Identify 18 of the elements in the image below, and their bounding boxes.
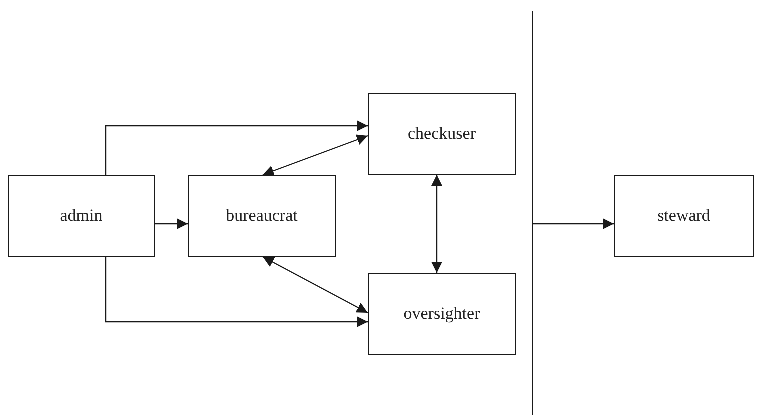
divider-line	[532, 11, 534, 415]
arrow	[105, 120, 368, 175]
arrow	[262, 134, 368, 176]
role-box	[614, 175, 754, 257]
role-box	[188, 175, 336, 257]
arrow	[262, 256, 368, 314]
arrow	[105, 257, 368, 328]
role-label: steward	[658, 205, 710, 227]
role-box	[8, 175, 155, 257]
role-label: admin	[60, 205, 103, 227]
role-label: bureaucrat	[226, 205, 298, 227]
arrow	[155, 218, 188, 230]
role-box	[368, 93, 516, 175]
role-label: checkuser	[408, 123, 476, 145]
role-label: oversighter	[404, 303, 480, 325]
arrow	[432, 175, 442, 273]
role-box	[368, 273, 516, 355]
arrow	[533, 218, 614, 230]
